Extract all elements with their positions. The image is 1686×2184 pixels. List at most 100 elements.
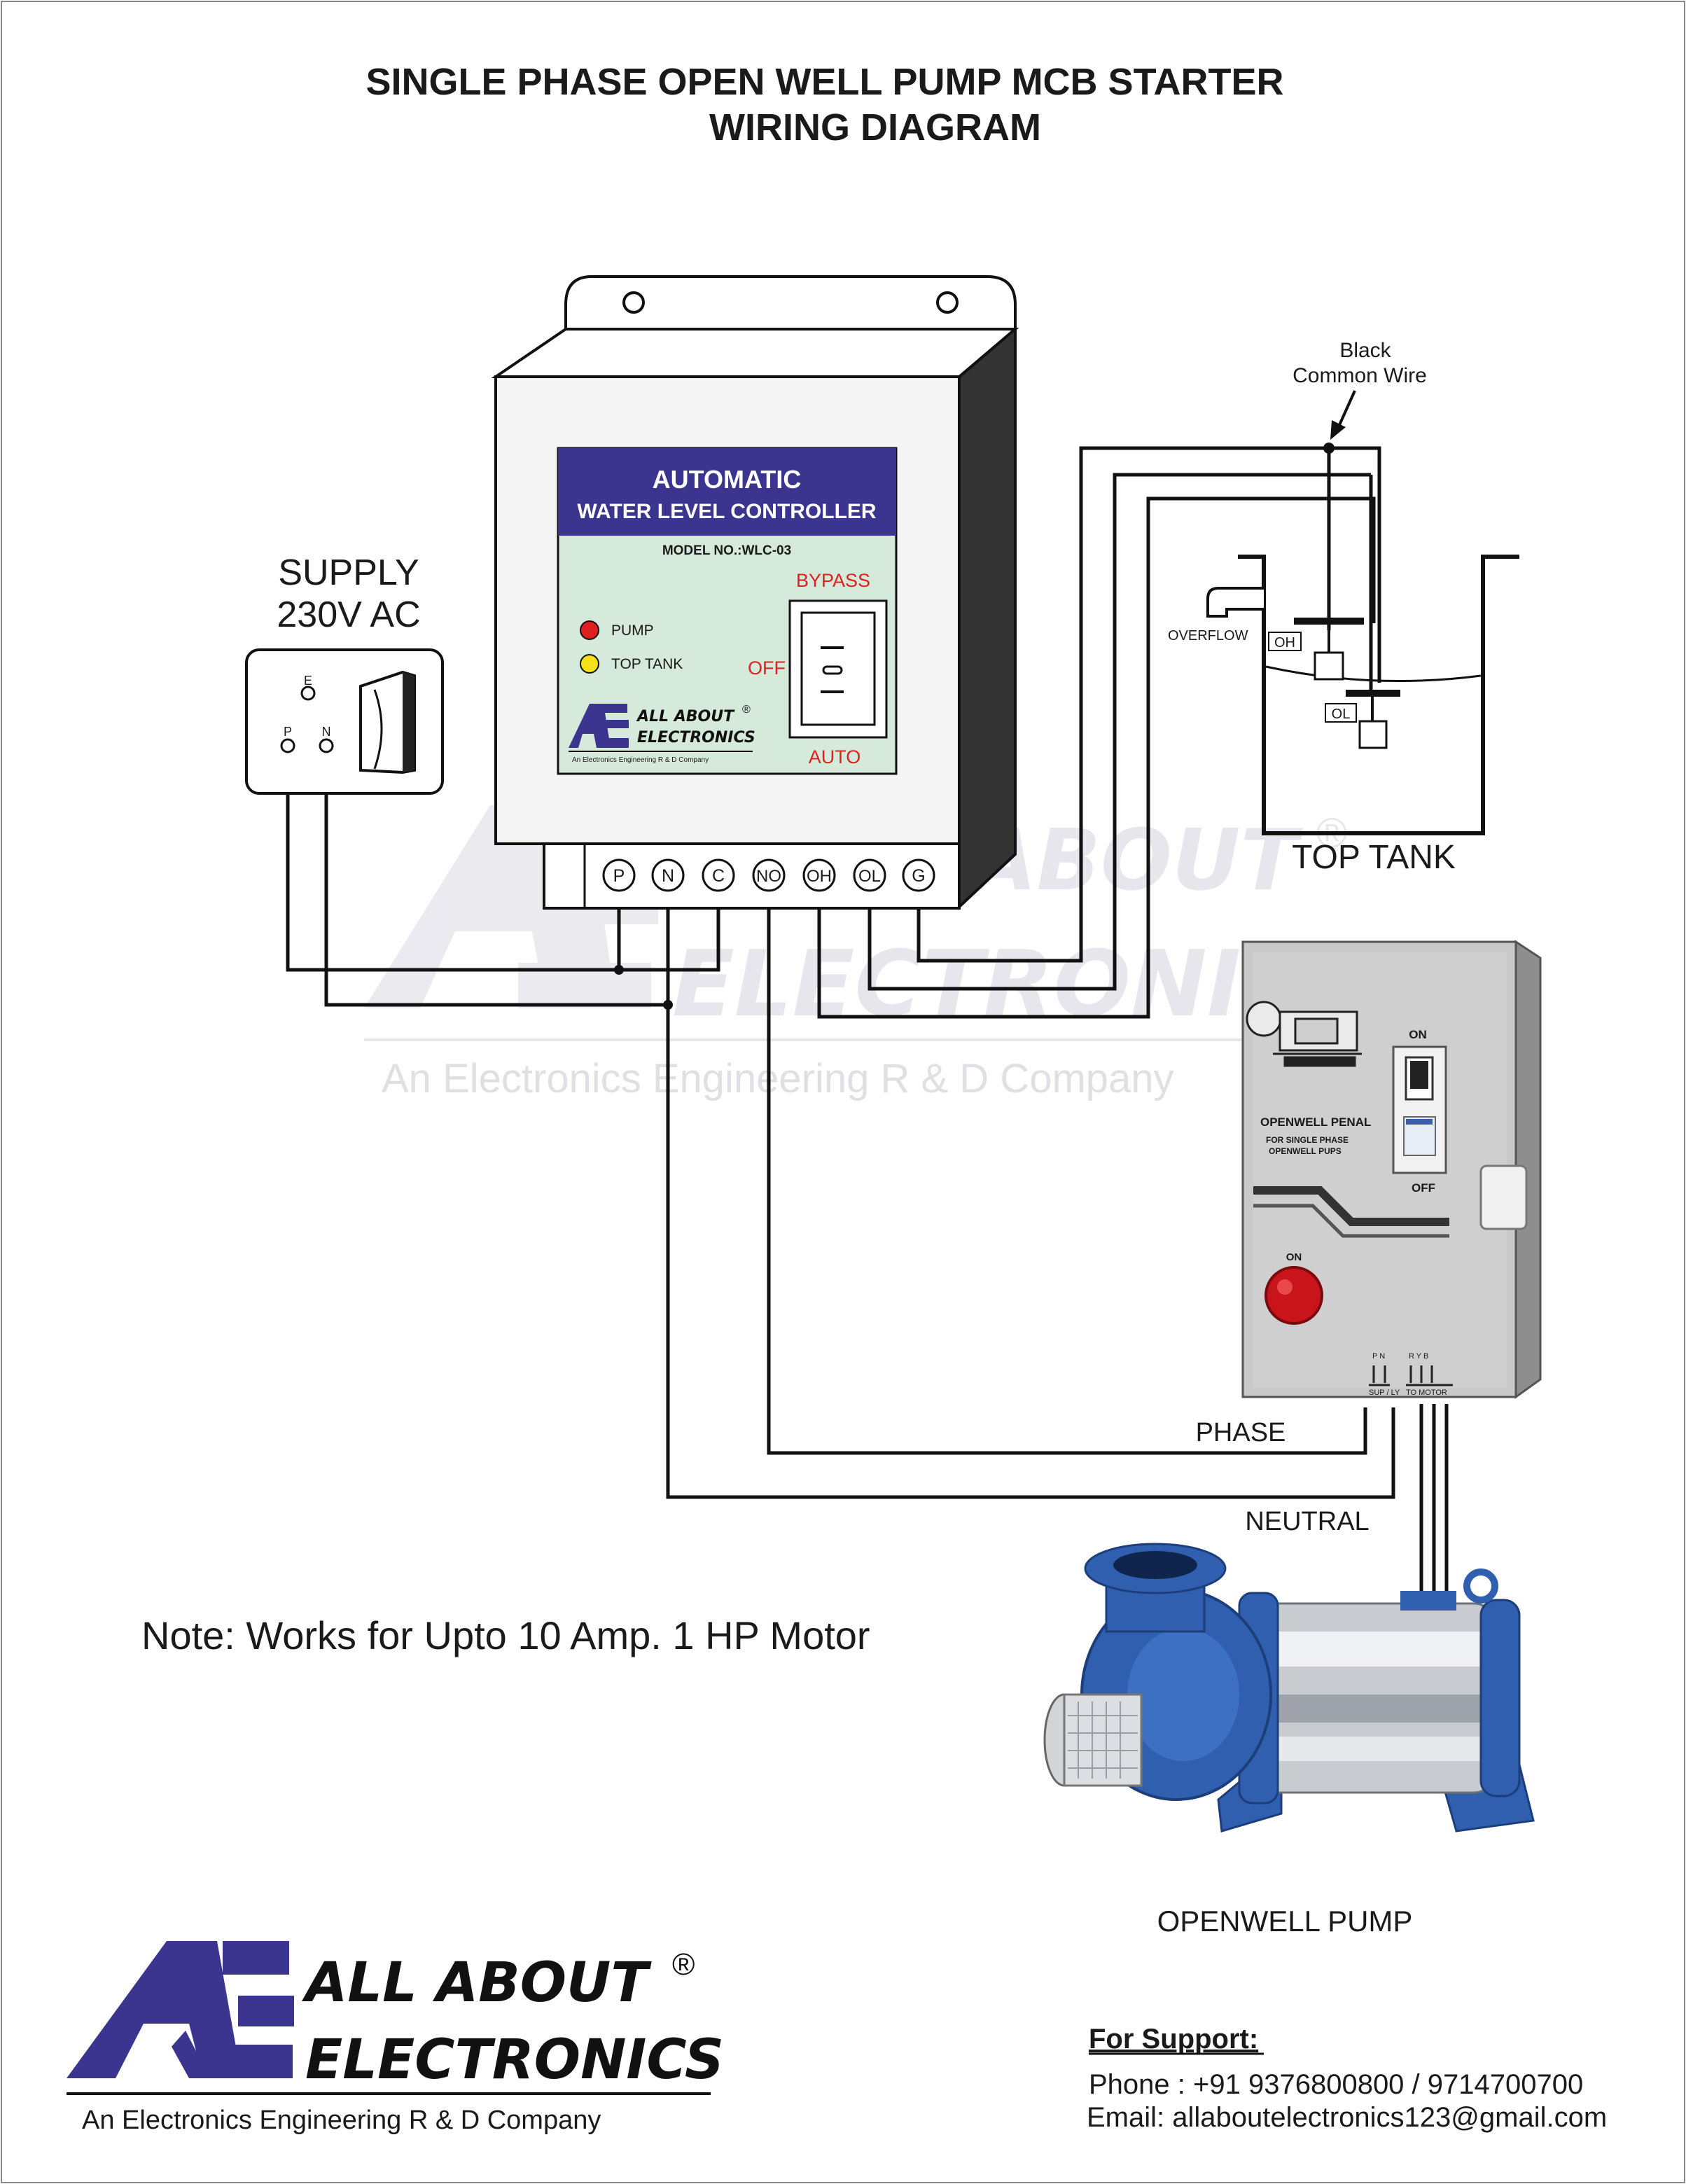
supply-switch: [359, 670, 416, 774]
wire-no-to-starter: [767, 889, 1367, 1455]
mcb-on-label: ON: [1409, 1028, 1427, 1041]
supply-terminal-marks: P N: [1372, 1352, 1385, 1361]
panel-pump-icon: [1246, 1001, 1362, 1067]
wire-neutral-to-starter: [666, 889, 1395, 1499]
footer-logo: ALL ABOUT ® ELECTRONICS An Electronics E…: [67, 1941, 724, 2135]
earth-pin: [300, 686, 316, 701]
wires: [286, 443, 1449, 1611]
auto-label: AUTO: [809, 746, 861, 767]
ol-tag: [1325, 703, 1357, 723]
starter-panel: OPENWELL PENAL FOR SINGLE PHASE OPENWELL…: [1241, 940, 1542, 1399]
motor-terminal-marks: R Y B: [1409, 1352, 1428, 1361]
controller-title: AUTOMATIC: [653, 465, 802, 494]
top-tank-label: TOP TANK: [1292, 839, 1456, 876]
ol-tag-label: OL: [1332, 707, 1351, 722]
controller-header: [558, 448, 896, 536]
controller-brand-line2: ELECTRONICS: [637, 729, 755, 746]
motor-terminal-label: TO MOTOR: [1406, 1389, 1447, 1397]
panel-swoosh: [1253, 1186, 1449, 1226]
terminal-c: [702, 858, 735, 892]
terminal-no-label: NO: [756, 867, 781, 886]
wire-supply-phase: [286, 746, 720, 972]
overflow-pipe: [1206, 587, 1264, 618]
overflow-label: OVERFLOW: [1168, 628, 1248, 644]
panel-subtitle2: OPENWELL PUPS: [1269, 1146, 1342, 1156]
phase-pin-label: P: [284, 725, 292, 739]
controller-subtitle: WATER LEVEL CONTROLLER: [577, 500, 877, 523]
title-line2: WIRING DIAGRAM: [709, 106, 1041, 148]
junction-dot-phase: [614, 965, 624, 975]
wire-g-to-tank: [917, 446, 1381, 963]
ol-sensor-plate: [1346, 690, 1400, 697]
mcb-off-label: OFF: [1412, 1181, 1435, 1195]
terminal-oh: [802, 858, 836, 892]
top-tank-led: [580, 654, 599, 674]
support-phone: Phone : +91 9376800800 / 9714700700: [1089, 2069, 1583, 2100]
footer-logo-mark: [67, 1941, 294, 2078]
terminal-ol-label: OL: [858, 867, 881, 886]
pump-led-label: PUMP: [611, 622, 654, 639]
openwell-pump-label: OPENWELL PUMP: [1157, 1905, 1413, 1938]
off-label: OFF: [748, 658, 786, 679]
note-text: Note: Works for Upto 10 Amp. 1 HP Motor: [141, 1613, 870, 1657]
junction-dot-neutral: [663, 1000, 673, 1010]
controller-box: AUTOMATIC WATER LEVEL CONTROLLER MODEL N…: [491, 275, 1019, 910]
phase-wire-label: PHASE: [1196, 1418, 1286, 1447]
neutral-pin: [319, 738, 334, 753]
terminal-c-label: C: [712, 866, 725, 886]
terminal-no: [752, 858, 786, 892]
oh-tag: [1268, 632, 1302, 651]
pump-led: [580, 620, 599, 640]
lamp-on-label: ON: [1286, 1251, 1302, 1263]
terminal-ol: [853, 858, 886, 892]
phase-pin: [280, 738, 295, 753]
oh-sensor-plate: [1294, 618, 1364, 625]
watermark-tagline: An Electronics Engineering R & D Company: [382, 1056, 1174, 1101]
oh-tag-label: OH: [1274, 635, 1295, 651]
controller-model: MODEL NO.:WLC-03: [662, 543, 791, 558]
wire-oh-to-tank: [817, 496, 1376, 1019]
top-tank: Black Common Wire OVERFLOW OH OL TOP TAN…: [1168, 339, 1519, 876]
panel-latch: [1479, 1164, 1528, 1230]
supply-label1: SUPPLY: [278, 552, 419, 593]
panel-title: OPENWELL PENAL: [1260, 1115, 1371, 1129]
bypass-switch: [788, 599, 888, 739]
panel-on-lamp: [1264, 1266, 1323, 1325]
neutral-pin-label: N: [322, 725, 331, 739]
openwell-pump: [1043, 1543, 1535, 1832]
footer-brand-line1: ALL ABOUT: [301, 1952, 652, 2015]
wire-supply-neutral: [324, 746, 668, 1007]
controller-brand-reg: ®: [742, 704, 751, 716]
controller-brand-line1: ALL ABOUT: [636, 708, 735, 725]
supply-terminal-label: SUP / LY: [1369, 1389, 1400, 1397]
footer-brand-reg: ®: [672, 1947, 695, 1982]
common-wire-label2: Common Wire: [1293, 364, 1427, 387]
terminal-p: [602, 858, 636, 892]
terminal-p-label: P: [613, 866, 625, 886]
controller-logo: [569, 704, 629, 748]
oh-float: [1314, 651, 1344, 681]
terminal-n: [651, 858, 685, 892]
mcb-breaker: [1392, 1045, 1447, 1174]
footer-logo-inner: [133, 2038, 189, 2078]
controller-terminals: P N C NO OH OL G: [602, 858, 935, 892]
earth-pin-label: E: [304, 674, 312, 688]
supply-socket: E P N: [245, 648, 444, 795]
support-heading: For Support:: [1089, 2024, 1258, 2054]
bypass-label: BYPASS: [796, 570, 870, 591]
panel-subtitle1: FOR SINGLE PHASE: [1266, 1135, 1349, 1145]
pump-strainer: [1043, 1693, 1143, 1787]
top-tank-led-label: TOP TANK: [611, 656, 683, 672]
tank-wall: [1238, 555, 1519, 835]
terminal-oh-label: OH: [807, 867, 832, 886]
water-surface: [1265, 665, 1482, 683]
controller-brand-tagline: An Electronics Engineering R & D Company: [572, 756, 709, 764]
common-wire-label1: Black: [1339, 339, 1391, 362]
ol-float: [1358, 720, 1388, 749]
support-email: Email: allaboutelectronics123@gmail.com: [1087, 2102, 1607, 2133]
footer-tagline: An Electronics Engineering R & D Company: [82, 2106, 601, 2135]
footer-brand-line2: ELECTRONICS: [305, 2029, 724, 2092]
wire-ol-to-tank: [868, 473, 1371, 991]
supply-label2: 230V AC: [277, 594, 420, 635]
